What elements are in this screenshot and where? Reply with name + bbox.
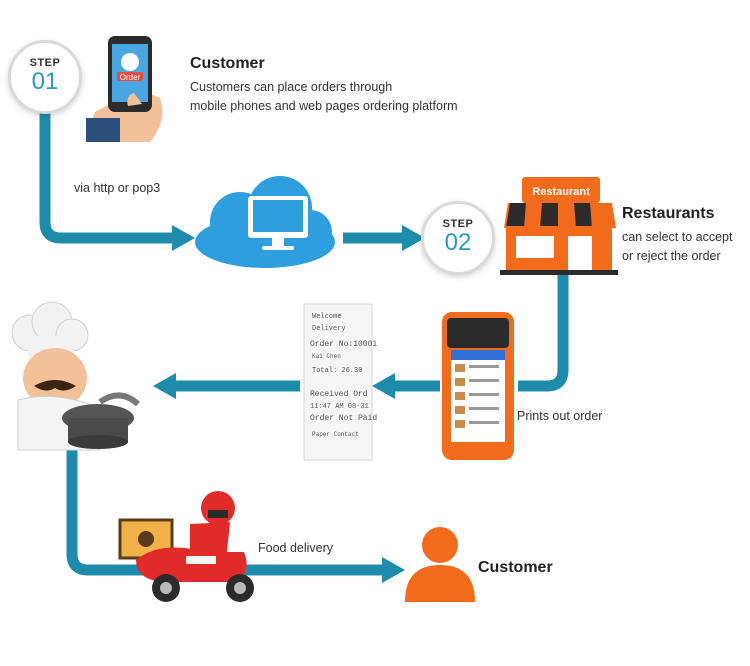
step1-number: 01 bbox=[11, 69, 79, 95]
customer-bottom-title: Customer bbox=[478, 559, 553, 577]
customer-top-desc-line1: Customers can place orders through bbox=[190, 78, 392, 97]
arrow-head-receipt bbox=[372, 373, 395, 399]
receipt-line: Order No:10001 bbox=[310, 340, 377, 349]
receipt-line: Received Ord bbox=[310, 390, 368, 399]
customer-top-title: Customer bbox=[190, 55, 265, 73]
chef-icon bbox=[12, 302, 138, 450]
step2-badge: STEP 02 bbox=[421, 201, 495, 275]
receipt-line: Order Not Paid bbox=[310, 414, 377, 423]
arrow-head-chef bbox=[153, 373, 176, 399]
step1-badge: STEP 01 bbox=[8, 40, 82, 114]
delivery-scooter-icon bbox=[120, 491, 254, 602]
receipt-line: Welcome bbox=[312, 313, 341, 321]
print-label: Prints out order bbox=[517, 409, 602, 423]
link-label: via http or pop3 bbox=[74, 181, 160, 195]
customer-person-icon bbox=[405, 527, 475, 602]
receipt-line: Total: 26.30 bbox=[312, 367, 362, 375]
restaurant-title: Restaurants bbox=[622, 205, 714, 223]
receipt-line: Kai Chen bbox=[312, 353, 341, 360]
step2-number: 02 bbox=[424, 230, 492, 256]
delivery-label: Food delivery bbox=[258, 541, 333, 555]
receipt-line: 11:47 AM 08-31 bbox=[310, 403, 369, 411]
hand-phone-icon bbox=[86, 36, 162, 142]
cloud-server-icon bbox=[195, 176, 335, 268]
customer-top-desc-line2: mobile phones and web pages ordering pla… bbox=[190, 97, 458, 116]
phone-order-badge: Order bbox=[120, 73, 141, 82]
restaurant-desc-line1: can select to accept bbox=[622, 228, 732, 247]
restaurant-desc-line2: or reject the order bbox=[622, 247, 721, 266]
receipt-line: Paper Contact bbox=[312, 431, 359, 438]
connector-restaurant-to-pos bbox=[518, 272, 563, 386]
arrow-head-cloud bbox=[172, 225, 195, 251]
arrow-head-customer bbox=[382, 557, 405, 583]
receipt-line: Delivery bbox=[312, 325, 346, 333]
pos-terminal-icon bbox=[442, 312, 514, 460]
restaurant-sign-text: Restaurant bbox=[532, 186, 590, 198]
